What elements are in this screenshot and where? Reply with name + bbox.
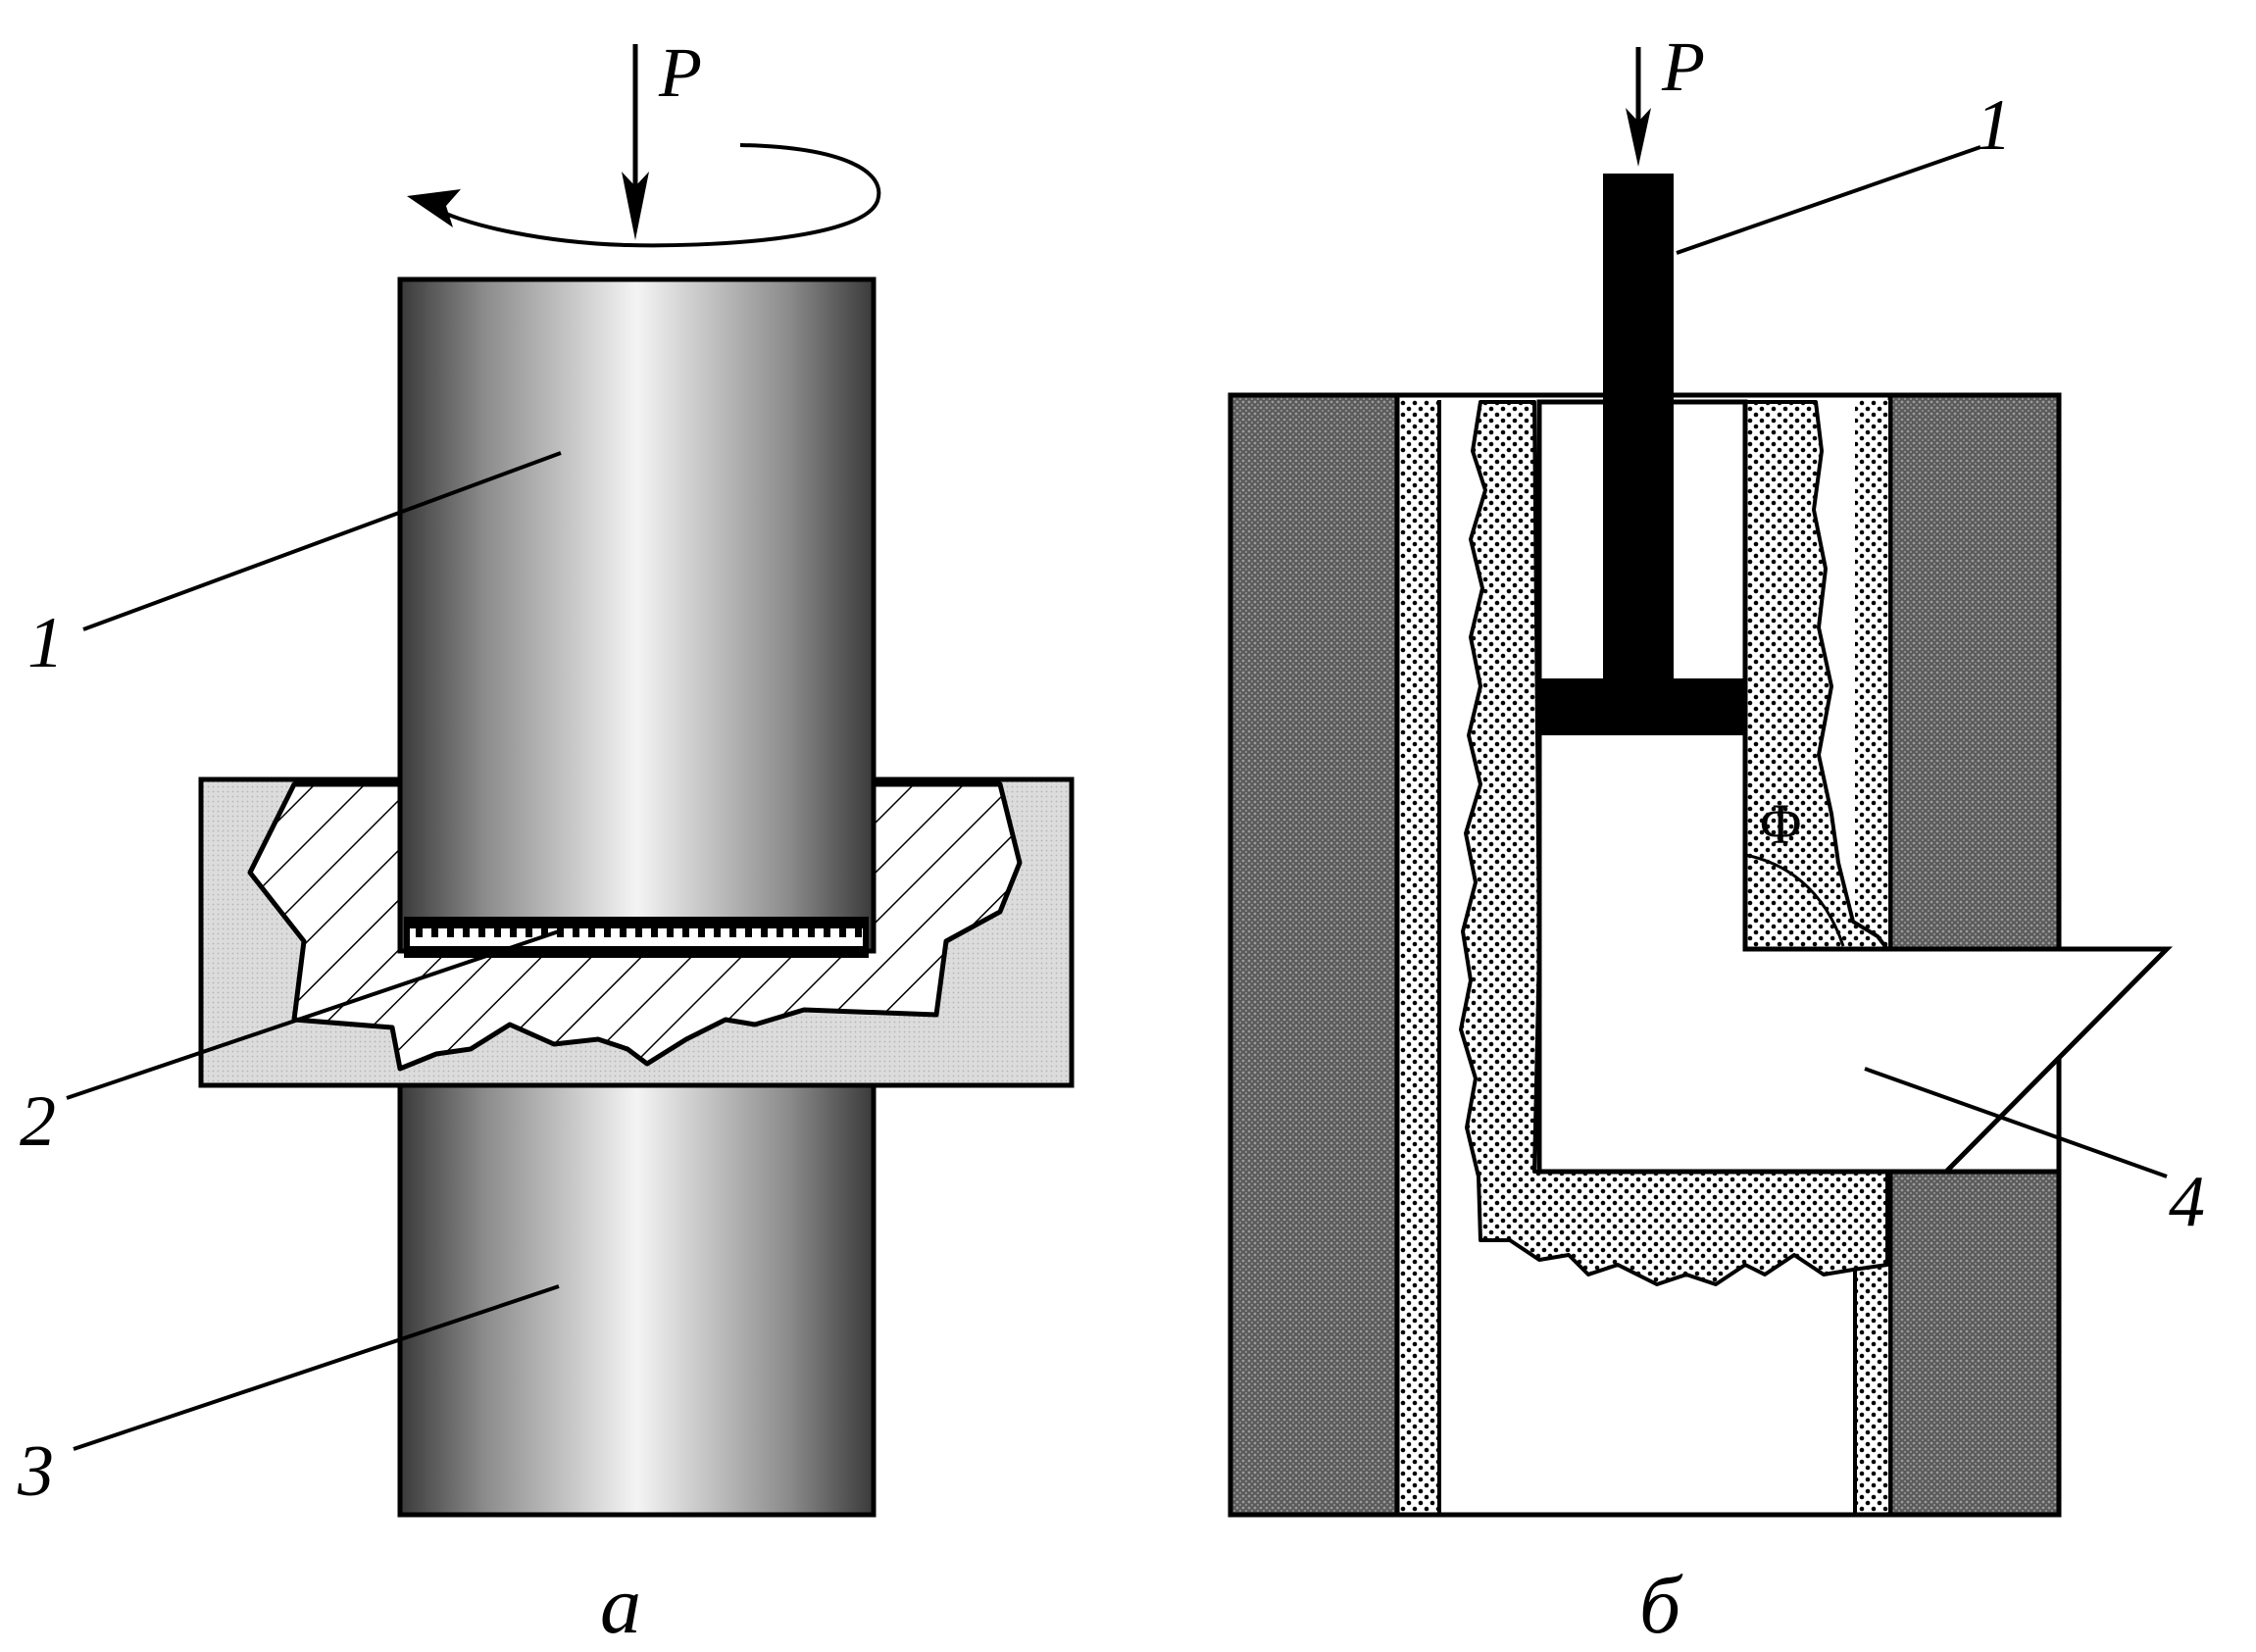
- interlayer-tooth: [792, 928, 799, 937]
- force-label-a: P: [658, 33, 702, 112]
- powder-body: [1459, 400, 1889, 1286]
- callout-label-1-b: 1: [1976, 85, 2012, 166]
- leader-1-b: [1676, 145, 1981, 255]
- lower-cylinder: [397, 1080, 877, 1518]
- interlayer-tooth: [682, 928, 689, 937]
- phi-region: [1744, 853, 1845, 947]
- leader-4-b: [1864, 1067, 2168, 1178]
- force-arrowhead-b: [1626, 108, 1651, 167]
- interlayer-tooth: [745, 928, 752, 937]
- interlayer-tooth: [839, 928, 846, 937]
- interlayer-tooth: [651, 928, 658, 937]
- powder-right: [1743, 400, 1889, 951]
- interlayer-tooth: [714, 928, 721, 937]
- interlayer-tooth: [557, 928, 564, 937]
- rotation-arrow: [429, 143, 881, 248]
- callout-label-1-a: 1: [27, 603, 64, 683]
- figure-b: Φ P 1 4 б: [1228, 27, 2205, 1651]
- interlayer-tooth: [667, 928, 674, 937]
- right-liner: [1855, 400, 1888, 949]
- interlayer-teeth: [416, 928, 862, 937]
- interlayer-tooth: [604, 928, 611, 937]
- interlayer-tooth: [635, 928, 642, 937]
- interlayer-tooth: [855, 928, 862, 937]
- callout-label-4-b: 4: [2169, 1162, 2205, 1242]
- interlayer-tooth: [808, 928, 815, 937]
- interlayer-tooth: [447, 928, 454, 937]
- figure-a: P 1 2 3 а: [17, 33, 1075, 1651]
- leader-1-a: [82, 451, 562, 631]
- callout-label-3-a: 3: [17, 1431, 54, 1512]
- interlayer-tooth: [510, 928, 517, 937]
- interlayer-tooth: [431, 928, 438, 937]
- interlayer-tooth: [463, 928, 470, 937]
- punch-head: [1539, 678, 1745, 735]
- caption-b: б: [1639, 1560, 1683, 1647]
- interlayer-tooth: [526, 928, 532, 937]
- force-label-b: P: [1661, 27, 1705, 106]
- interlayer-tooth: [541, 928, 548, 937]
- force-arrowhead-a: [622, 172, 649, 240]
- interlayer-tooth: [416, 928, 423, 937]
- leader-2-a: [66, 929, 560, 1100]
- left-liner: [1400, 400, 1439, 1512]
- right-wall-lower: [1887, 1169, 2062, 1518]
- interlayer-tooth: [620, 928, 627, 937]
- die-cavity: [1536, 399, 2173, 1175]
- callout-label-2-a: 2: [20, 1081, 56, 1162]
- interlayer-tooth: [777, 928, 783, 937]
- interlayer-tooth: [698, 928, 705, 937]
- leader-3-a: [73, 1284, 560, 1451]
- upper-cylinder: [397, 276, 877, 954]
- rotation-arrowhead: [407, 189, 461, 227]
- interlayer-tooth: [494, 928, 501, 937]
- interlayer-tooth: [573, 928, 579, 937]
- interlayer-tooth: [824, 928, 830, 937]
- right-wall-upper: [1887, 392, 2062, 952]
- interlayer-tooth: [588, 928, 595, 937]
- punch-rod: [1603, 174, 1674, 698]
- caption-a: а: [600, 1560, 641, 1647]
- interlayer-tooth: [761, 928, 768, 937]
- interlayer-tooth: [729, 928, 736, 937]
- phi-label: Φ: [1760, 792, 1801, 856]
- interlayer-tooth: [478, 928, 485, 937]
- left-wall: [1228, 392, 1400, 1518]
